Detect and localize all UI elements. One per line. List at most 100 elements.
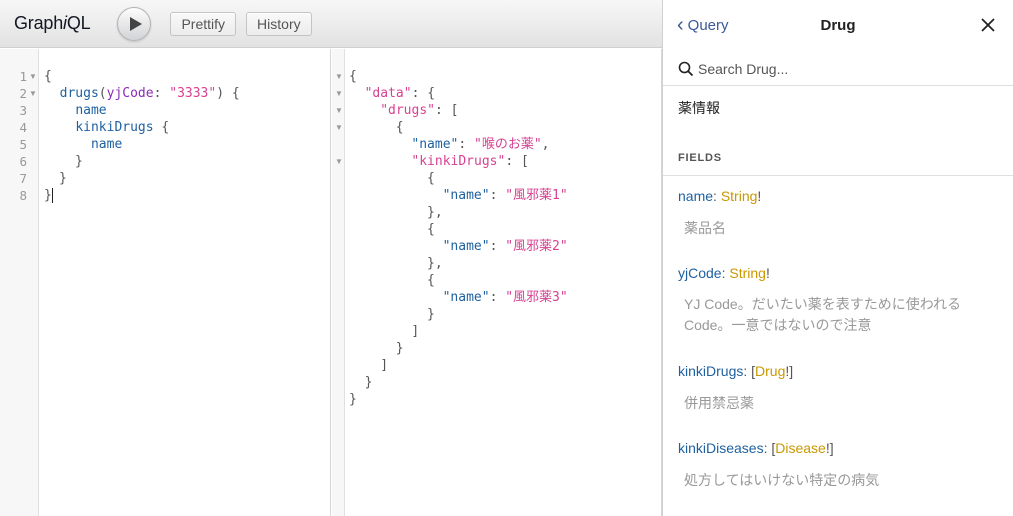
field-type-link[interactable]: Drug [755, 363, 786, 379]
result-line: } [427, 307, 435, 322]
field-description: 処方してはいけない特定の病気 [684, 472, 880, 488]
result-line: "name": "風邪薬2" [443, 238, 568, 255]
field-description: 薬品名 [684, 220, 726, 236]
result-line: "drugs": [ [380, 102, 458, 119]
search-icon [678, 61, 694, 76]
toolbar: GraphiQL Prettify History [0, 0, 662, 48]
result-line: "name": "風邪薬3" [443, 289, 568, 306]
doc-explorer: ‹Query Drug 薬情報 FIELDS name: String! 薬品名… [662, 0, 1013, 516]
json-punct: [ [450, 103, 459, 118]
execute-query-button[interactable] [117, 6, 152, 41]
field-yjcode: yjCode: String! [678, 265, 770, 281]
line-number: 5 [19, 137, 27, 152]
result-line: }, [427, 205, 443, 220]
result-line: }, [427, 256, 443, 271]
prettify-button[interactable]: Prettify [170, 11, 237, 36]
field-token: drugs [59, 86, 99, 101]
field-colon: : [713, 188, 721, 204]
field-name[interactable]: yjCode [678, 265, 722, 281]
punct-token: { [153, 120, 170, 135]
field-type-link[interactable]: Disease [775, 440, 826, 456]
line-number: 3 [19, 103, 27, 118]
doc-search [663, 52, 1013, 86]
json-colon: : [411, 86, 428, 101]
field-type-link[interactable]: String [720, 188, 758, 204]
fold-arrow-icon[interactable]: ▼ [335, 123, 343, 132]
json-punct: [ [520, 154, 529, 169]
type-bracket: [ [751, 363, 756, 379]
result-line: } [364, 375, 373, 390]
fold-arrow-icon[interactable]: ▼ [335, 106, 343, 115]
result-line: } [395, 341, 404, 356]
json-string: "風邪薬1" [505, 188, 568, 203]
field-type-link[interactable]: String [729, 265, 766, 281]
query-editor[interactable]: 1 ▼ 2 ▼ 3 4 5 6 7 8 { drugs(yjCode: "333… [0, 49, 331, 516]
result-gutter [332, 49, 345, 516]
json-string: "喉のお薬" [474, 137, 542, 152]
chevron-left-icon: ‹ [677, 14, 684, 36]
result-line: "name": "喉のお薬", [411, 136, 549, 153]
query-gutter [0, 49, 39, 516]
play-icon [129, 16, 142, 31]
string-token: "3333" [169, 86, 217, 101]
field-token: name [90, 137, 123, 152]
field-description: 併用禁忌薬 [684, 395, 754, 411]
line-number: 7 [19, 171, 27, 186]
json-punct: , [541, 137, 550, 152]
result-line: { [427, 222, 435, 237]
fold-arrow-icon[interactable]: ▼ [29, 72, 37, 81]
text-cursor [51, 188, 53, 203]
field-description: YJ Code。だいたい薬を表すために使われる Code。一意ではないので注意 [684, 296, 961, 333]
json-colon: : [489, 188, 506, 203]
field-name[interactable]: kinkiDiseases [678, 440, 764, 456]
json-colon: : [489, 290, 506, 305]
code-line: } [75, 154, 83, 169]
arg-token: yjCode [106, 86, 154, 101]
doc-title: Drug [820, 17, 856, 34]
result-line: { [427, 273, 435, 288]
field-name[interactable]: name [678, 188, 714, 204]
line-number: 6 [19, 154, 27, 169]
back-label: Query [687, 16, 729, 34]
fold-arrow-icon[interactable]: ▼ [29, 89, 37, 98]
result-viewer[interactable]: ▼ ▼ ▼ ▼ ▼ { "data": { "drugs": [ { "name": "… [332, 49, 662, 516]
type-suffix: ! [765, 265, 770, 281]
json-key: "data" [364, 86, 412, 101]
json-colon: : [489, 239, 506, 254]
result-line: "name": "風邪薬1" [443, 187, 568, 204]
json-key: "name" [442, 290, 490, 305]
field-kinkidiseases: kinkiDiseases: [Disease!] [678, 440, 834, 456]
code-line: { [44, 69, 52, 84]
result-line: { [349, 69, 357, 84]
code-line: drugs(yjCode: "3333") { [44, 85, 240, 102]
field-name[interactable]: kinkiDrugs [678, 363, 744, 379]
type-bracket: [ [771, 440, 776, 456]
code-line: } [59, 171, 67, 186]
back-button[interactable]: ‹Query [677, 14, 729, 36]
json-key: "kinkiDrugs" [411, 154, 506, 169]
json-string: "風邪薬3" [505, 290, 568, 305]
fold-arrow-icon[interactable]: ▼ [335, 157, 343, 166]
json-key: "name" [442, 239, 490, 254]
field-token: kinkiDrugs [75, 120, 154, 135]
json-key: "name" [411, 137, 459, 152]
result-line: ] [380, 358, 389, 373]
json-key: "name" [442, 188, 490, 203]
json-string: "風邪薬2" [505, 239, 568, 254]
type-suffix: ! [757, 188, 762, 204]
json-colon: : [434, 103, 451, 118]
fold-arrow-icon[interactable]: ▼ [335, 89, 343, 98]
field-colon: : [721, 265, 730, 281]
logo-suffix: QL [66, 13, 91, 33]
close-icon[interactable] [977, 14, 999, 36]
history-button[interactable]: History [246, 11, 312, 36]
logo-prefix: Graph [14, 13, 64, 33]
json-key: "drugs" [380, 103, 435, 118]
result-line: { [427, 171, 435, 186]
result-line: ] [411, 324, 420, 339]
line-number: 2 [19, 86, 27, 101]
search-input[interactable] [698, 60, 998, 77]
fold-arrow-icon[interactable]: ▼ [335, 72, 343, 81]
code-line: name [44, 136, 122, 153]
fields-header: FIELDS [663, 152, 1013, 176]
